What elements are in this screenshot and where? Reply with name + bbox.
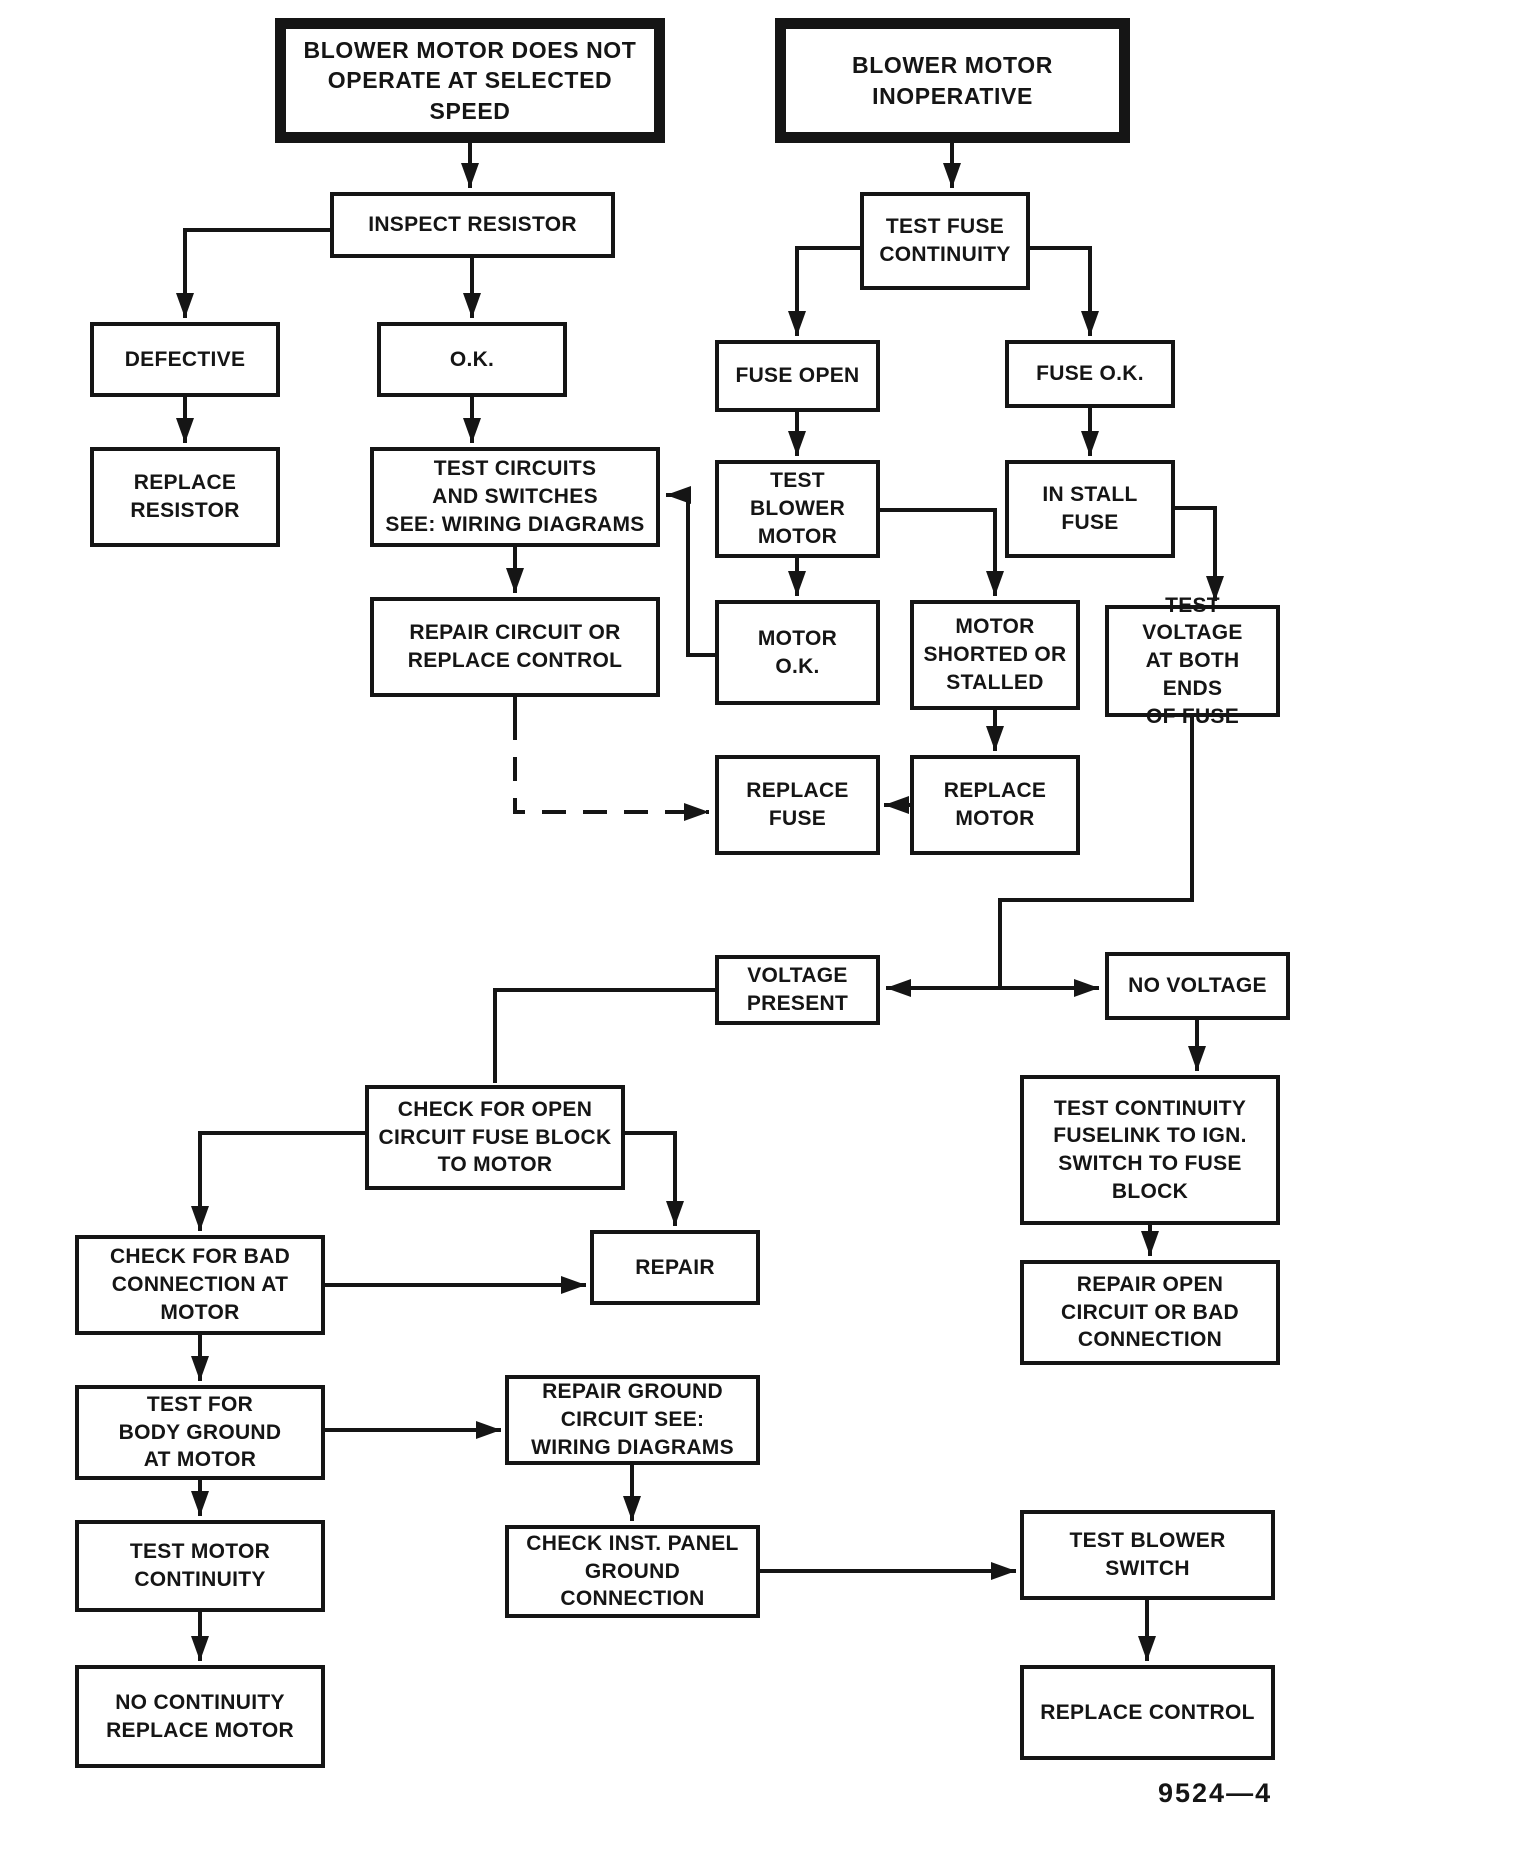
node-fuse-ok: FUSE O.K. — [1005, 340, 1175, 408]
node-test-voltage-both-ends: TEST VOLTAGE AT BOTH ENDS OF FUSE — [1105, 594, 1280, 728]
node-motor-ok: MOTOR O.K. — [715, 600, 880, 705]
edge-test-voltage-down — [998, 717, 1194, 988]
node-repair-circuit-or-replace-control: REPAIR CIRCUIT OR REPLACE CONTROL — [370, 597, 660, 697]
node-test-continuity-fuselink: TEST CONTINUITY FUSELINK TO IGN. SWITCH … — [1020, 1075, 1280, 1225]
node-check-bad-connection-motor: CHECK FOR BAD CONNECTION AT MOTOR — [75, 1235, 325, 1335]
node-replace-fuse: REPLACE FUSE — [715, 755, 880, 855]
node-fuse-open: FUSE OPEN — [715, 340, 880, 412]
edge-motor-ok-to-test-circuits — [666, 486, 715, 657]
edge-test-fuse-to-fuse-ok — [1030, 246, 1099, 336]
node-voltage-present: VOLTAGE PRESENT — [715, 955, 880, 1025]
edge-voltage-present-to-check-open — [493, 988, 715, 1083]
node-replace-resistor: REPLACE RESISTOR — [90, 447, 280, 547]
node-test-motor-continuity: TEST MOTOR CONTINUITY — [75, 1520, 325, 1612]
node-test-body-ground: TEST FOR BODY GROUND AT MOTOR — [75, 1385, 325, 1480]
edge-install-to-test-voltage — [1175, 506, 1224, 601]
node-motor-shorted-or-stalled: MOTOR SHORTED OR STALLED — [910, 600, 1080, 710]
edge-dashed-to-replace-fuse — [513, 716, 709, 821]
node-blower-motor-inoperative: BLOWER MOTOR INOPERATIVE — [775, 18, 1130, 143]
node-repair-open-circuit: REPAIR OPEN CIRCUIT OR BAD CONNECTION — [1020, 1260, 1280, 1365]
node-replace-motor: REPLACE MOTOR — [910, 755, 1080, 855]
node-install-fuse: IN STALL FUSE — [1005, 460, 1175, 558]
node-inspect-resistor: INSPECT RESISTOR — [330, 192, 615, 258]
node-test-blower-motor: TEST BLOWER MOTOR — [715, 460, 880, 558]
node-blower-motor-does-not-operate: BLOWER MOTOR DOES NOT OPERATE AT SELECTE… — [275, 18, 665, 143]
node-test-fuse-continuity: TEST FUSE CONTINUITY — [860, 192, 1030, 290]
figure-number: 9524—4 — [1158, 1778, 1273, 1808]
node-repair: REPAIR — [590, 1230, 760, 1305]
node-replace-control: REPLACE CONTROL — [1020, 1665, 1275, 1760]
edge-test-fuse-to-fuse-open — [788, 246, 860, 336]
edge-check-open-to-repair — [625, 1131, 684, 1226]
node-test-blower-switch: TEST BLOWER SWITCH — [1020, 1510, 1275, 1600]
node-test-circuits-and-switches: TEST CIRCUITS AND SWITCHES SEE: WIRING D… — [370, 447, 660, 547]
node-defective: DEFECTIVE — [90, 322, 280, 397]
node-no-continuity-replace-motor: NO CONTINUITY REPLACE MOTOR — [75, 1665, 325, 1768]
node-check-open-circuit-fuse-block: CHECK FOR OPEN CIRCUIT FUSE BLOCK TO MOT… — [365, 1085, 625, 1190]
node-no-voltage: NO VOLTAGE — [1105, 952, 1290, 1020]
node-repair-ground-circuit: REPAIR GROUND CIRCUIT SEE: WIRING DIAGRA… — [505, 1375, 760, 1465]
node-ok: O.K. — [377, 322, 567, 397]
node-check-inst-panel-ground: CHECK INST. PANEL GROUND CONNECTION — [505, 1525, 760, 1618]
edge-test-blower-to-motor-shorted — [880, 508, 1004, 596]
edge-check-open-to-check-bad — [191, 1131, 365, 1231]
edge-inspect-to-defective — [176, 228, 330, 318]
